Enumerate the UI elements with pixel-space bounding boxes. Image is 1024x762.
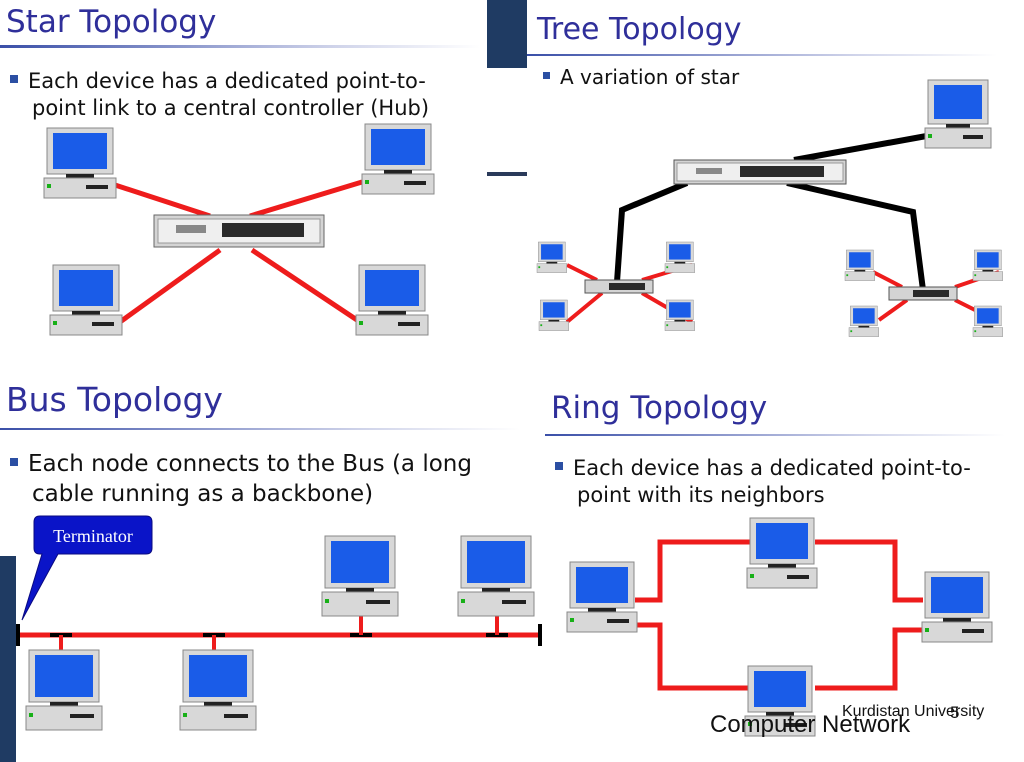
computer-icon: [921, 571, 993, 643]
computer-icon: [43, 127, 117, 199]
tree-bullet: A variation of star: [543, 64, 739, 90]
star-bullet: Each device has a dedicated point-to- po…: [10, 68, 429, 123]
ring-links: [635, 539, 923, 691]
bus-title: Bus Topology: [6, 380, 223, 419]
bus-title-rule: [0, 428, 520, 430]
footer-university: Kurdistan University: [842, 703, 985, 720]
ring-title: Ring Topology: [551, 390, 768, 426]
trunk-link: [793, 132, 933, 163]
computer-icon: [664, 241, 695, 273]
small-hub-icon: [888, 286, 958, 301]
decor-bar-left: [0, 556, 16, 762]
computer-icon: [924, 79, 992, 149]
computer-icon: [972, 249, 1003, 281]
tree-topology-panel: Tree Topology A variation of star: [527, 0, 1024, 360]
ring-link: [635, 539, 750, 603]
small-hub-icon: [584, 279, 654, 294]
bullet-square: [10, 75, 18, 83]
switch-icon: [673, 159, 847, 185]
hub-icon: [153, 214, 325, 248]
computer-icon: [848, 305, 879, 337]
computer-icon: [49, 264, 123, 336]
computer-icon: [25, 649, 103, 731]
footer-course: Computer Network: [710, 711, 911, 738]
star-link: [249, 179, 363, 219]
computer-icon: [361, 123, 435, 195]
computer-icon: [457, 535, 535, 617]
computer-icon: [566, 561, 638, 633]
leaf-link: [877, 298, 909, 322]
bus-bullet: Each node connects to the Bus (a long ca…: [10, 450, 472, 510]
computer-icon: [179, 649, 257, 731]
bullet-square: [555, 462, 563, 470]
computer-icon: [746, 517, 818, 589]
terminator-callout: [21, 515, 153, 621]
computer-icon: [538, 299, 569, 331]
star-link: [118, 247, 222, 325]
computer-icon: [744, 665, 816, 737]
computer-icon: [355, 264, 429, 336]
computer-icon: [844, 249, 875, 281]
computer-icon: [321, 535, 399, 617]
computer-icon: [972, 305, 1003, 337]
tree-diagram: [536, 79, 1003, 337]
tree-title: Tree Topology: [537, 12, 742, 47]
ring-link: [635, 622, 750, 691]
leaf-link: [872, 270, 903, 289]
star-diagram: [43, 123, 435, 336]
bullet-square: [543, 72, 550, 79]
bus-drops: [59, 616, 499, 652]
star-title-rule: [0, 45, 480, 48]
decor-bar-top: [487, 0, 527, 68]
tree-trunk-links: [614, 132, 933, 291]
star-links: [111, 179, 363, 325]
star-link: [250, 247, 362, 325]
ring-title-rule: [545, 434, 1005, 436]
computer-icon: [664, 299, 695, 331]
leaf-link: [566, 263, 598, 282]
bullet-square: [10, 457, 18, 466]
ring-topology-panel: Ring Topology Each device has a dedicate…: [545, 370, 1024, 762]
decor-line-mid: [487, 172, 527, 176]
ring-link: [815, 539, 923, 603]
trunk-link: [786, 180, 926, 291]
terminator-label: Terminator: [53, 526, 133, 546]
tree-title-rule: [527, 54, 997, 56]
bus-diagram: Terminator: [16, 515, 542, 731]
star-topology-panel: Star Topology Each device has a dedicate…: [0, 0, 487, 360]
trunk-link: [614, 180, 689, 283]
computer-icon: [536, 241, 567, 273]
star-link: [111, 181, 211, 219]
bus-topology-panel: Bus Topology Each node connects to the B…: [0, 370, 545, 762]
leaf-link: [565, 291, 604, 324]
footer-page-number: 5: [950, 703, 960, 722]
ring-diagram: [566, 517, 993, 737]
star-title: Star Topology: [6, 4, 217, 40]
ring-bullet: Each device has a dedicated point-to- po…: [555, 455, 971, 510]
ring-link: [815, 627, 923, 691]
